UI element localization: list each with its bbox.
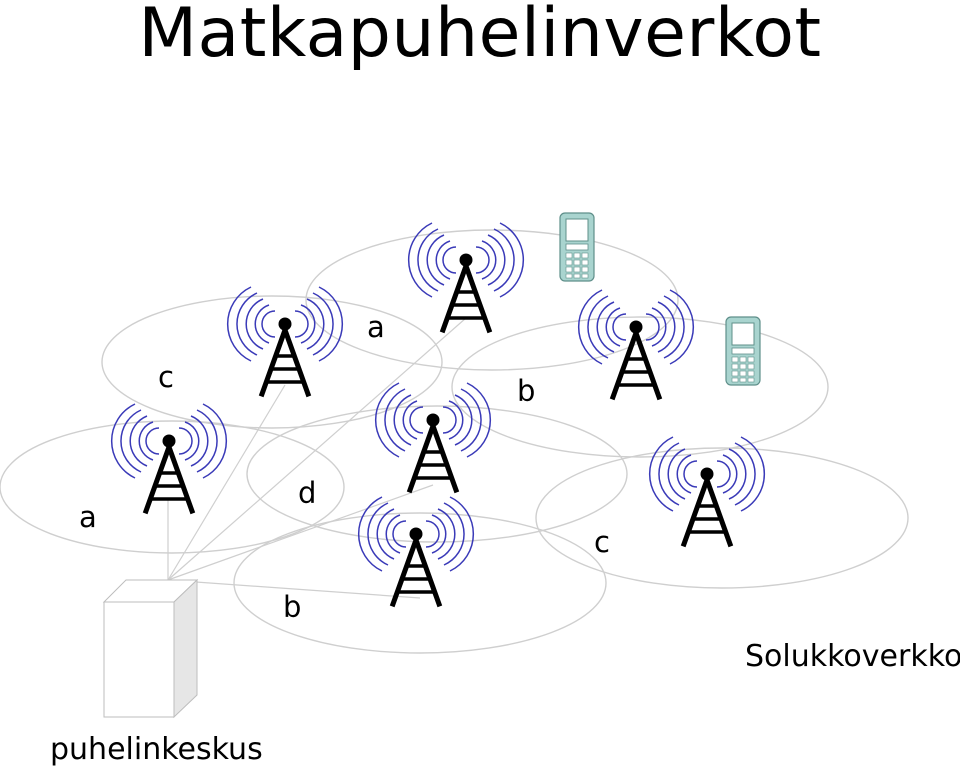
page-title: Matkapuhelinverkot [138, 0, 822, 73]
mobile-phone-icon [725, 316, 761, 386]
antenna-tower-icon [409, 223, 524, 330]
cell-left [0, 420, 345, 554]
mobile-phone-icon [559, 212, 595, 282]
cell-label-b-bottom: b [283, 590, 301, 624]
cell-bottom-center [233, 512, 607, 654]
cell-right-lower [535, 447, 909, 589]
antenna-tower-icon [228, 287, 343, 394]
switch-links [167, 317, 467, 599]
antenna-tower-icon [579, 290, 694, 397]
antenna-tower-icon [112, 404, 227, 511]
antenna-tower-icon [376, 383, 491, 490]
network-label: Solukkoverkko [745, 639, 960, 674]
cell-label-a-top: a [367, 310, 385, 344]
cell-label-c-upper: c [158, 360, 174, 394]
cell-top-center [305, 229, 679, 371]
cell-label-d: d [298, 476, 316, 510]
cell-label-a-left: a [79, 500, 97, 534]
server-box-icon [102, 578, 199, 719]
switch-label: puhelinkeskus [50, 732, 263, 767]
cell-upper-left [101, 295, 443, 429]
cell-right-upper [451, 316, 829, 458]
cell-label-c-lower: c [594, 525, 610, 559]
cell-label-b-right: b [517, 374, 535, 408]
